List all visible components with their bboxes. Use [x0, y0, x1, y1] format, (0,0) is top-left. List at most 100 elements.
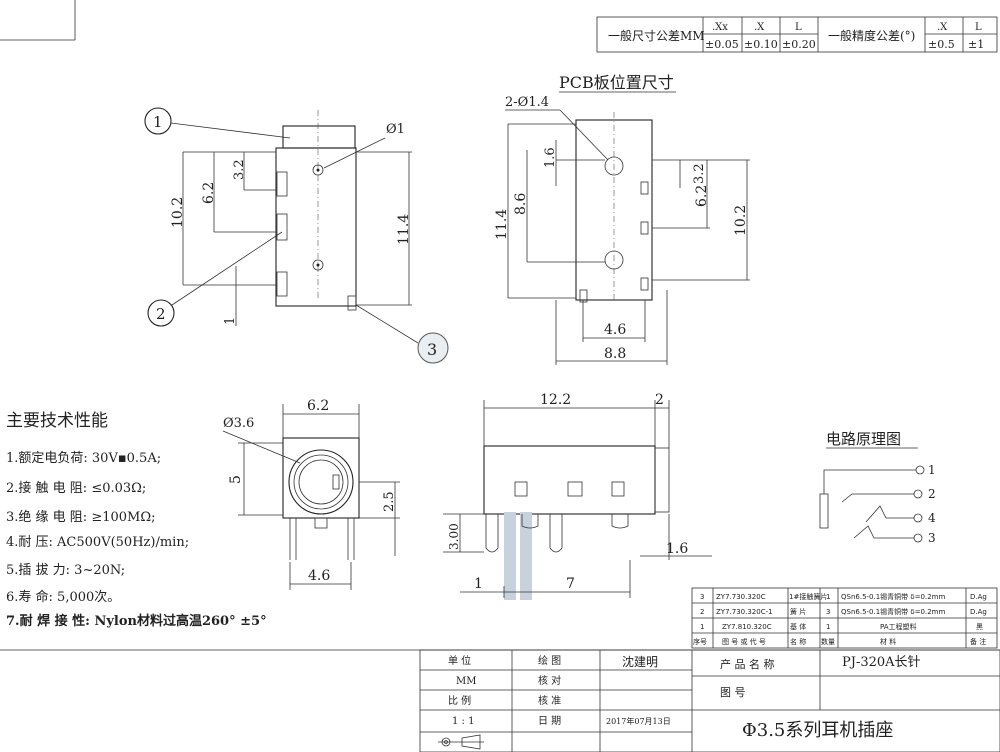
- tol2-h-l: L: [975, 22, 982, 33]
- bom-r1-c0: 3: [700, 593, 704, 601]
- dim-2-side: 2: [655, 392, 664, 408]
- tb-scale-label: 比 例: [448, 694, 471, 707]
- callout-2: [147, 299, 175, 327]
- spec-item-2: 2.接 触 电 阻: ≤0.03Ω;: [6, 480, 146, 496]
- pcb-dim-8-6: 8.6: [513, 193, 529, 215]
- pcb-title: PCB板位置尺寸: [559, 73, 674, 92]
- bom-r1-c3: 1: [826, 593, 830, 601]
- pcb-hole-dim: 2-Ø1.4: [505, 95, 549, 110]
- specs-title: 主要技术性能: [6, 411, 108, 431]
- spec-item-7: 7.耐 焊 接 性: Nylon材料过高温260° ±5°: [6, 613, 267, 629]
- tol-v-x: ±0.10: [744, 38, 778, 51]
- tb-scale: 1 : 1: [452, 716, 474, 727]
- tol-h-xx: .Xx: [712, 22, 728, 33]
- pcb-dim-1-6: 1.6: [543, 147, 558, 168]
- dim-2-5-front: 2.5: [382, 491, 397, 512]
- bom-r1-c2: 1#接触簧片: [789, 592, 827, 601]
- specs-block: 主要技术性能 1.额定电负荷: 30V▪0.5A; 2.接 触 电 阻: ≤0.…: [6, 411, 267, 629]
- bom-r2-c0: 2: [700, 608, 704, 616]
- circuit-diagram: 电路原理图 1 2 4 3: [819, 430, 936, 545]
- tb-draw-label: 绘 图: [538, 654, 561, 667]
- bom-r2-c2: 簧 片: [790, 607, 806, 616]
- bom-h5: 备 注: [970, 637, 986, 646]
- tol-label-deg: 一般精度公差(°): [828, 28, 915, 43]
- bom-r2-c3: 3: [826, 608, 830, 616]
- bom-r2-c1: ZY7.730.320C-1: [716, 608, 773, 616]
- bom-r3-c3: 1: [826, 623, 830, 631]
- title-block: 单 位 MM 比 例 1 : 1 绘 图 核 对 核 准 日 期 沈建明 201…: [0, 649, 1000, 752]
- tb-date-label: 日 期: [538, 715, 561, 727]
- bom-r3-c0: 1: [700, 623, 704, 631]
- tol2-v-l: ±1: [968, 38, 984, 51]
- callout-1: [144, 107, 172, 135]
- bom-r3-c1: ZY7.810.320C: [722, 623, 772, 631]
- tb-name: Φ3.5系列耳机插座: [742, 720, 893, 741]
- tb-drawing-label: 图 号: [720, 686, 746, 699]
- tb-date: 2017年07月13日: [606, 716, 671, 726]
- pcb-dim-8-8: 8.8: [604, 346, 626, 362]
- bom-table: 3 ZY7.730.320C 1#接触簧片 1 QSn6.5-0.1锡青铜带 δ…: [691, 587, 998, 649]
- pcb-dim-6-2: 6.2: [694, 185, 710, 207]
- callout-3-label: 3: [427, 340, 437, 359]
- bom-h3: 数量: [821, 637, 835, 646]
- tol-label-mm: 一般尺寸公差MM: [608, 28, 705, 43]
- circuit-pin-2: 2: [928, 487, 936, 501]
- dim-6-2-left: 6.2: [201, 182, 217, 204]
- pcb-layout: PCB板位置尺寸 2-Ø1.4 11.4 8.6 1.6 6.2 3.2 10.…: [494, 73, 750, 365]
- front-view: Ø3.6 6.2 5 2.5 4.6: [222, 398, 400, 590]
- dim-phi3-6: Ø3.6: [223, 416, 254, 431]
- bom-r1-c5: D.Ag: [970, 593, 987, 601]
- tb-check-label: 核 对: [538, 674, 561, 687]
- side-view: 12.2 2 3.00 1.6 1 7: [443, 392, 712, 600]
- bom-r1-c1: ZY7.730.320C: [716, 593, 766, 601]
- callout-2-label: 2: [156, 305, 166, 323]
- spec-item-6: 6.寿 命: 5,000次。: [6, 589, 120, 605]
- dim-1-6-side: 1.6: [666, 541, 688, 557]
- spec-item-5: 5.插 拔 力: 3~20N;: [6, 563, 125, 578]
- bom-r2-c5: D.Ag: [970, 608, 987, 616]
- dim-1-side: 1: [474, 576, 483, 592]
- tol-v-l: ±0.20: [782, 38, 816, 51]
- callout-1-label: 1: [153, 113, 163, 131]
- bom-h1: 图 号 或 代 号: [722, 637, 766, 646]
- tb-unit: MM: [456, 676, 476, 687]
- left-view: 1 2 3 Ø1 10.2 6.2 3.2 11.4: [144, 107, 449, 364]
- bom-r1-c4: QSn6.5-0.1锡青铜带 δ=0.2mm: [841, 592, 946, 601]
- spec-item-4: 4.耐 压: AC500V(50Hz)/min;: [6, 535, 189, 550]
- bom-r3-c4: PA工程塑料: [880, 622, 917, 631]
- spec-item-3: 3.绝 缘 电 阻: ≥100MΩ;: [6, 509, 156, 525]
- dim-phi1: Ø1: [386, 122, 405, 137]
- tb-approve-label: 核 准: [538, 694, 561, 707]
- pcb-dim-11-4: 11.4: [494, 209, 510, 240]
- tol2-v-x: ±0.5: [928, 38, 955, 51]
- tb-drawer: 沈建明: [622, 654, 658, 669]
- tb-product-label: 产 品 名 称: [720, 657, 775, 671]
- bom-h4: 材 料: [880, 637, 896, 646]
- circuit-pin-3: 3: [928, 531, 936, 545]
- callout-3: [417, 332, 449, 364]
- pcb-dim-10-2: 10.2: [733, 205, 749, 236]
- dim-6-2-front: 6.2: [307, 398, 329, 414]
- projection-symbol-icon: [438, 734, 484, 750]
- spec-item-1: 1.额定电负荷: 30V▪0.5A;: [6, 451, 161, 466]
- circuit-title: 电路原理图: [826, 430, 901, 448]
- dim-11-4-left: 11.4: [396, 214, 412, 245]
- dim-3-00: 3.00: [447, 523, 461, 550]
- pcb-dim-4-6: 4.6: [604, 322, 626, 338]
- bom-r3-c2: 基 体: [790, 622, 806, 631]
- dim-3-2-left: 3.2: [232, 159, 247, 180]
- bom-r2-c4: QSn6.5-0.1锡青铜带 δ=0.2mm: [841, 607, 946, 616]
- dim-5-front: 5: [228, 475, 244, 484]
- tolerance-table: 一般尺寸公差MM .Xx .X L ±0.05 ±0.10 ±0.20 一般精度…: [596, 16, 998, 53]
- tol-v-xx: ±0.05: [705, 38, 739, 51]
- bom-r3-c5: 黑: [976, 623, 983, 631]
- tb-unit-label: 单 位: [448, 654, 471, 667]
- dim-10-2-left: 10.2: [170, 197, 186, 228]
- circuit-pin-4: 4: [928, 511, 936, 525]
- dim-12-2: 12.2: [540, 392, 571, 408]
- tol2-h-x: .X: [937, 22, 948, 33]
- dim-7-side: 7: [566, 576, 575, 592]
- dim-4-6-front: 4.6: [308, 568, 330, 584]
- tol-h-x: .X: [754, 22, 765, 33]
